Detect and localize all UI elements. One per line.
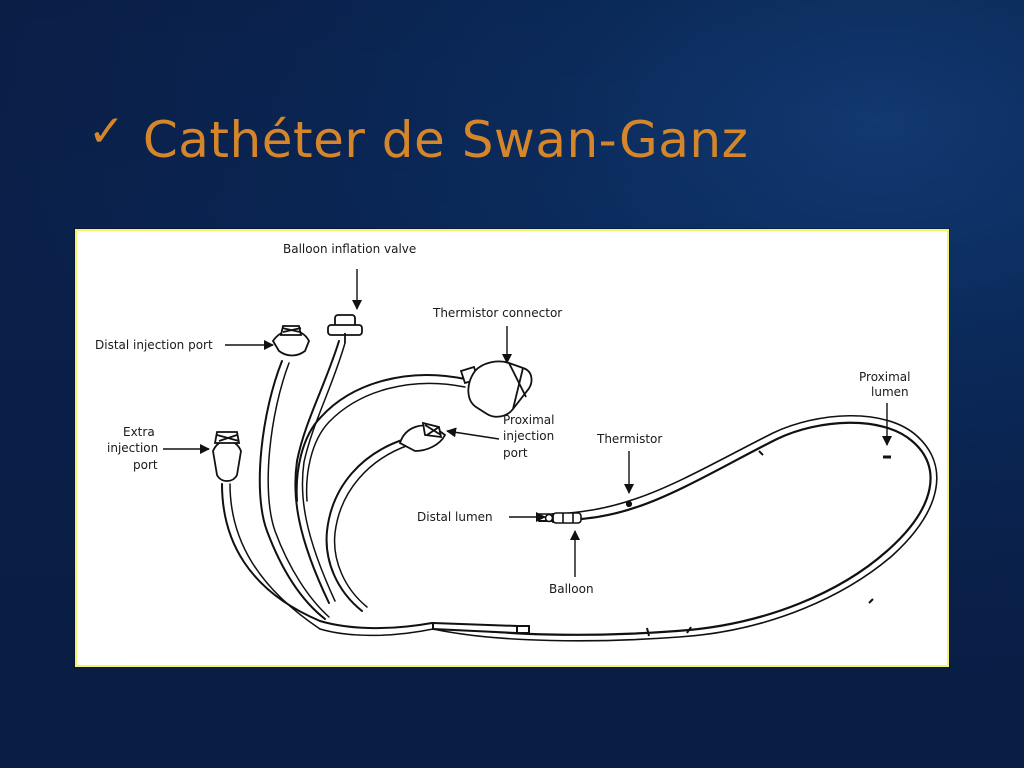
check-icon: ✓: [88, 106, 125, 157]
catheter-diagram: Balloon inflation valve Distal injection…: [95, 242, 938, 642]
slide-title-text: Cathéter de Swan-Ganz: [142, 111, 749, 169]
thermistor-connector: [459, 360, 533, 418]
label-distal-injection-port: Distal injection port: [95, 338, 213, 352]
slide-title: ✓ Cathéter de Swan-Ganz: [88, 100, 748, 176]
label-proximal-injection-line3: port: [503, 446, 528, 460]
catheter-branch-tubing: [221, 340, 466, 637]
label-balloon-inflation-valve: Balloon inflation valve: [283, 242, 416, 256]
label-proximal-lumen-line2: lumen: [871, 385, 909, 399]
extra-injection-port: [212, 431, 242, 482]
catheter-hub: [432, 621, 530, 635]
label-proximal-injection-line2: injection: [503, 429, 554, 443]
label-extra-line2: injection: [107, 441, 158, 455]
label-balloon: Balloon: [549, 582, 594, 596]
diagram-labels: Balloon inflation valve Distal injection…: [95, 242, 910, 596]
catheter-figure: Balloon inflation valve Distal injection…: [75, 229, 949, 667]
label-proximal-injection-line1: Proximal: [503, 413, 554, 427]
thermistor-marker: [625, 500, 633, 508]
label-proximal-lumen-line1: Proximal: [859, 370, 910, 384]
distal-injection-port: [271, 325, 310, 357]
balloon-tip: [544, 512, 582, 524]
label-distal-lumen: Distal lumen: [417, 510, 493, 524]
balloon-inflation-valve: [327, 314, 363, 343]
leader-arrows: [163, 269, 892, 577]
catheter-main-tubing: [430, 415, 938, 642]
tubing-markings: [646, 450, 874, 637]
label-extra-line3: port: [133, 458, 158, 472]
label-thermistor-connector: Thermistor connector: [432, 306, 562, 320]
proximal-injection-port: [398, 421, 447, 452]
label-thermistor: Thermistor: [596, 432, 662, 446]
label-extra-line1: Extra: [123, 425, 155, 439]
